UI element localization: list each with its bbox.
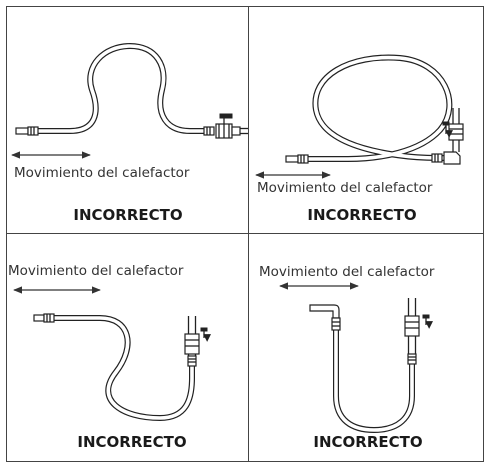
gas-valve-fitting — [184, 316, 212, 367]
gas-valve-fitting — [203, 113, 248, 139]
panel-top-right: Movimiento del calefactor INCORRECTO — [255, 54, 464, 224]
movement-caption: Movimiento del calefactor — [14, 165, 190, 181]
panel-top-left: Movimiento del calefactor INCORRECTO — [11, 43, 248, 224]
gas-valve-fitting — [431, 108, 464, 165]
panel-bottom-left: Movimiento del calefactor INCORRECTO — [8, 263, 212, 451]
movement-caption: Movimiento del calefactor — [257, 180, 433, 196]
movement-caption: Movimiento del calefactor — [8, 263, 184, 279]
verdict-label: INCORRECTO — [307, 206, 416, 224]
verdict-label: INCORRECTO — [313, 433, 422, 451]
heater-end-fitting — [285, 154, 309, 164]
heater-end-fitting — [309, 304, 341, 331]
heater-end-fitting — [33, 313, 55, 323]
verdict-label: INCORRECTO — [73, 206, 182, 224]
hose-u-shape — [333, 330, 415, 433]
hose-arch-up — [38, 43, 206, 134]
hose-s-loop — [52, 315, 195, 421]
heater-end-fitting — [15, 126, 39, 136]
hose-coiled-loop — [300, 54, 453, 162]
movement-caption: Movimiento del calefactor — [259, 264, 435, 280]
gas-valve-fitting — [404, 298, 434, 365]
panel-bottom-right: Movimiento del calefactor INCORRECTO — [259, 264, 435, 451]
verdict-label: INCORRECTO — [77, 433, 186, 451]
